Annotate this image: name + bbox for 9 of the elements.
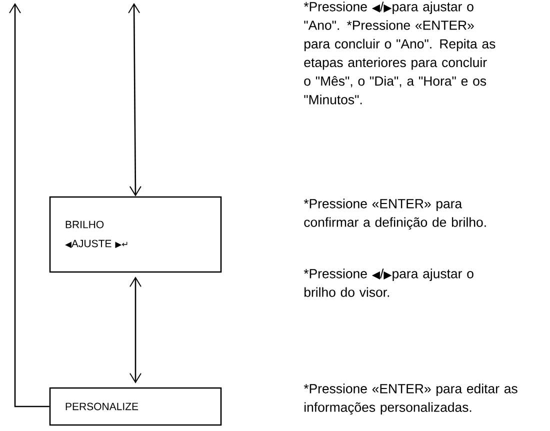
- instruction-text: *Pressione «ENTER» para confirmar a definição de brilho.: [304, 198, 486, 230]
- display-box: PERSONALIZE: [49, 387, 222, 426]
- instruction-text: *Pressione ◀/▶para ajustar o brilho do visor.: [304, 268, 474, 297]
- instruction-text: *Pressione «ENTER» para editar as informações personalizadas.: [304, 384, 518, 415]
- arrow: [130, 276, 142, 384]
- display-box: BRILHO ◀AJUSTE ▶↵: [49, 196, 222, 273]
- arrow: [128, 3, 142, 196]
- arrow: [9, 3, 50, 408]
- instruction-text: *Pressione ◀/▶para ajustar o "Ano". *Pressione «ENTER» para concluir o "Ano". Repita as etapas anteriores para concluir o "Mês", o "Dia", a "Hora" e os "Minutos".: [304, 2, 496, 104]
